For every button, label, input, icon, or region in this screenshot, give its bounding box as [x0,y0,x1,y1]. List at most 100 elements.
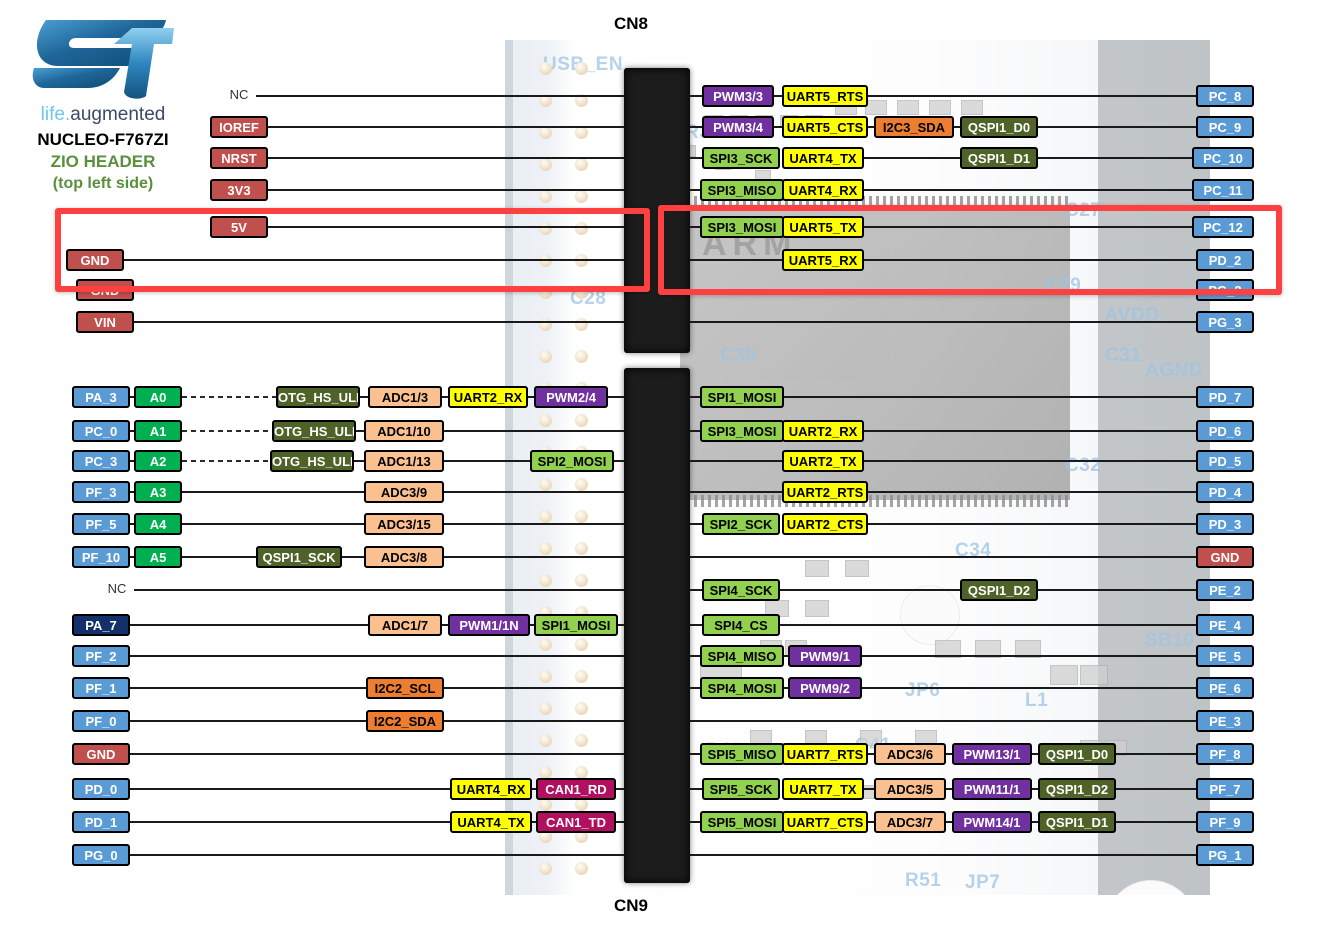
pin-tag-adc3-6[interactable]: ADC3/6 [874,743,946,765]
pin-tag-spi1-mosi[interactable]: SPI1_MOSI [700,386,784,408]
pin-tag-adc3-9[interactable]: ADC3/9 [364,481,444,503]
pin-tag-pd-1[interactable]: PD_1 [72,811,130,833]
pin-tag-uart2-rx[interactable]: UART2_RX [448,386,528,408]
pin-tag-pf-8[interactable]: PF_8 [1196,743,1254,765]
pin-tag-pf-5[interactable]: PF_5 [72,513,130,535]
pin-tag-uart2-cts[interactable]: UART2_CTS [782,513,868,535]
pin-tag-spi5-miso[interactable]: SPI5_MISO [700,743,784,765]
pin-tag-pwm1-1n[interactable]: PWM1/1N [448,614,530,636]
pin-tag-pwm13-1[interactable]: PWM13/1 [952,743,1032,765]
pin-tag-spi1-mosi[interactable]: SPI1_MOSI [534,614,618,636]
pin-tag-uart4-tx[interactable]: UART4_TX [450,811,532,833]
pin-tag-adc3-8[interactable]: ADC3/8 [364,546,444,568]
pin-tag-pwm2-4[interactable]: PWM2/4 [534,386,608,408]
pin-tag-pwm3-4[interactable]: PWM3/4 [702,116,774,138]
pin-tag-uart7-tx[interactable]: UART7_TX [782,778,864,800]
pin-tag-adc3-15[interactable]: ADC3/15 [364,513,444,535]
pin-tag-gnd[interactable]: GND [1196,546,1254,568]
pin-tag-uart4-rx[interactable]: UART4_RX [450,778,532,800]
pin-tag-pg-0[interactable]: PG_0 [72,844,130,866]
pin-tag-uart5-cts[interactable]: UART5_CTS [782,116,868,138]
pin-tag-nc[interactable]: NC [107,581,127,596]
pin-tag-spi4-mosi[interactable]: SPI4_MOSI [700,677,784,699]
pin-tag-uart5-tx[interactable]: UART5_TX [782,216,864,238]
pin-tag-pg-2[interactable]: PG_2 [1196,279,1254,301]
pin-tag-pf-7[interactable]: PF_7 [1196,778,1254,800]
pin-tag-pc-9[interactable]: PC_9 [1196,116,1254,138]
pin-tag-pwm11-1[interactable]: PWM11/1 [952,778,1032,800]
pin-tag-pf-1[interactable]: PF_1 [72,677,130,699]
pin-tag-can1-td[interactable]: CAN1_TD [536,811,616,833]
pin-tag-spi4-miso[interactable]: SPI4_MISO [700,645,784,667]
pin-tag-uart4-rx[interactable]: UART4_RX [782,179,864,201]
pin-tag-qspi1-d0[interactable]: QSPI1_D0 [960,116,1038,138]
pin-tag-nrst[interactable]: NRST [210,147,268,169]
pin-tag-pwm9-2[interactable]: PWM9/2 [788,677,862,699]
pin-tag-spi3-miso[interactable]: SPI3_MISO [700,179,784,201]
pin-tag-pe-4[interactable]: PE_4 [1196,614,1254,636]
pin-tag-pc-3[interactable]: PC_3 [72,450,130,472]
pin-tag-uart5-rx[interactable]: UART5_RX [782,249,864,271]
pin-tag-pa-3[interactable]: PA_3 [72,386,130,408]
pin-tag-adc1-7[interactable]: ADC1/7 [368,614,442,636]
pin-tag-i2c2-scl[interactable]: I2C2_SCL [366,677,444,699]
pin-tag-vin[interactable]: VIN [76,311,134,333]
connector-cn8[interactable] [624,68,690,353]
pin-tag-pf-10[interactable]: PF_10 [72,546,130,568]
pin-tag-a4[interactable]: A4 [134,513,182,535]
pin-tag-pf-3[interactable]: PF_3 [72,481,130,503]
pin-tag-qspi1-sck[interactable]: QSPI1_SCK [256,546,342,568]
pin-tag-uart7-rts[interactable]: UART7_RTS [782,743,868,765]
pin-tag-spi2-mosi[interactable]: SPI2_MOSI [530,450,614,472]
pin-tag-pe-2[interactable]: PE_2 [1196,579,1254,601]
pin-tag-nc[interactable]: NC [229,87,249,102]
pin-tag-gnd[interactable]: GND [72,743,130,765]
pin-tag-spi4-cs[interactable]: SPI4_CS [702,614,780,636]
pin-tag-pa-7[interactable]: PA_7 [72,614,130,636]
pin-tag-otg-hs-ulpi-d0[interactable]: OTG_HS_ULPI_D0 [276,386,360,408]
pin-tag-spi3-mosi[interactable]: SPI3_MOSI [700,216,784,238]
pin-tag-spi2-sck[interactable]: SPI2_SCK [702,513,780,535]
pin-tag-qspi1-d0[interactable]: QSPI1_D0 [1038,743,1116,765]
pin-tag-a3[interactable]: A3 [134,481,182,503]
pin-tag-pd-5[interactable]: PD_5 [1196,450,1254,472]
pin-tag-pe-5[interactable]: PE_5 [1196,645,1254,667]
pin-tag-adc1-3[interactable]: ADC1/3 [368,386,442,408]
pin-tag-pd-4[interactable]: PD_4 [1196,481,1254,503]
pin-tag-otg-hs-ulpi-stp[interactable]: OTG_HS_ULPI_STP [272,420,356,442]
pin-tag-spi5-sck[interactable]: SPI5_SCK [702,778,780,800]
pin-tag-qspi1-d1[interactable]: QSPI1_D1 [960,147,1038,169]
pin-tag-gnd[interactable]: GND [76,279,134,301]
pin-tag-spi5-mosi[interactable]: SPI5_MOSI [700,811,784,833]
pin-tag-adc1-10[interactable]: ADC1/10 [364,420,444,442]
pin-tag-3v3[interactable]: 3V3 [210,179,268,201]
pin-tag-uart2-rts[interactable]: UART2_RTS [782,481,868,503]
pin-tag-pwm3-3[interactable]: PWM3/3 [702,85,774,107]
pin-tag-i2c3-sda[interactable]: I2C3_SDA [874,116,954,138]
pin-tag-adc1-13[interactable]: ADC1/13 [364,450,444,472]
pin-tag-i2c2-sda[interactable]: I2C2_SDA [366,710,444,732]
pin-tag-otg-hs-ulpi-nxt[interactable]: OTG_HS_ULPI_NXT [270,450,354,472]
pin-tag-a5[interactable]: A5 [134,546,182,568]
pin-tag-pf-0[interactable]: PF_0 [72,710,130,732]
pin-tag-pd-7[interactable]: PD_7 [1196,386,1254,408]
pin-tag-pc-8[interactable]: PC_8 [1196,85,1254,107]
pin-tag-uart2-tx[interactable]: UART2_TX [782,450,864,472]
pin-tag-pwm14-1[interactable]: PWM14/1 [952,811,1032,833]
pin-tag-pg-3[interactable]: PG_3 [1196,311,1254,333]
pin-tag-pd-3[interactable]: PD_3 [1196,513,1254,535]
connector-cn9[interactable] [624,368,690,883]
pin-tag-pc-12[interactable]: PC_12 [1192,216,1254,238]
pin-tag-uart7-cts[interactable]: UART7_CTS [782,811,868,833]
pin-tag-uart4-tx[interactable]: UART4_TX [782,147,864,169]
pin-tag-can1-rd[interactable]: CAN1_RD [536,778,616,800]
pin-tag-pc-11[interactable]: PC_11 [1192,179,1254,201]
pin-tag-pwm9-1[interactable]: PWM9/1 [788,645,862,667]
pin-tag-adc3-7[interactable]: ADC3/7 [874,811,946,833]
pin-tag-a0[interactable]: A0 [134,386,182,408]
pin-tag-qspi1-d2[interactable]: QSPI1_D2 [1038,778,1116,800]
pin-tag-pd-0[interactable]: PD_0 [72,778,130,800]
pin-tag-uart5-rts[interactable]: UART5_RTS [782,85,868,107]
pin-tag-spi3-sck[interactable]: SPI3_SCK [702,147,780,169]
pin-tag-spi4-sck[interactable]: SPI4_SCK [702,579,780,601]
